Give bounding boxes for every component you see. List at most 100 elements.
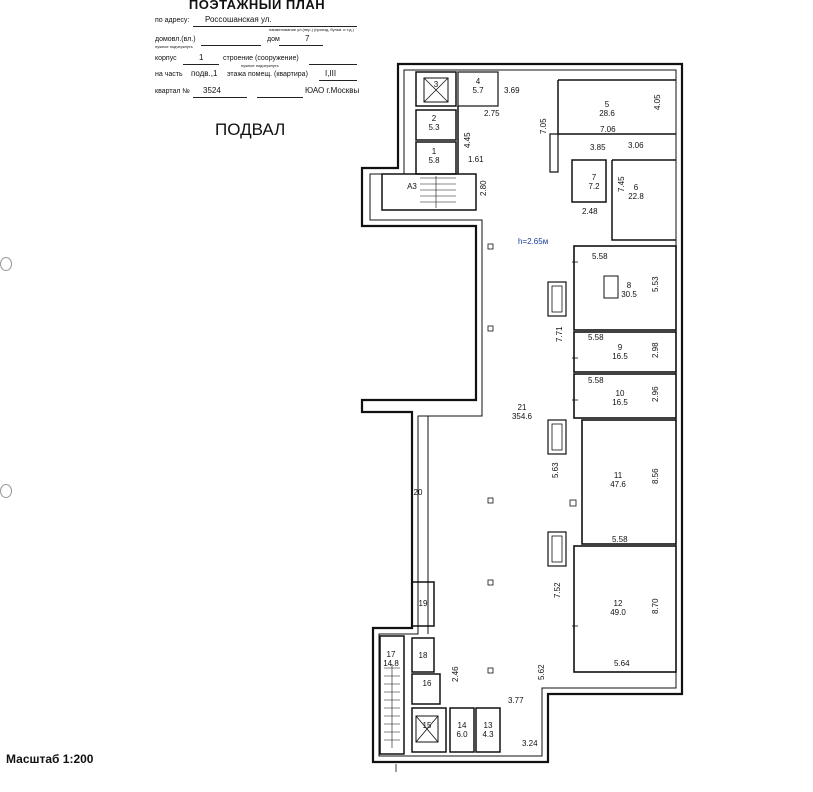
house-value: 7 <box>305 34 310 43</box>
dim-7-71: 7.71 <box>555 326 564 342</box>
room-3-cross-b <box>423 77 449 103</box>
dim-2-48: 2.48 <box>582 207 598 216</box>
room-16-number: 16 <box>423 679 432 688</box>
dim-2-96: 2.96 <box>651 386 660 402</box>
room-9-area: 16.5 <box>612 352 628 361</box>
dim-5-64: 5.64 <box>614 659 630 668</box>
room-18-wall <box>411 637 435 673</box>
floor-heading: ПОДВАЛ <box>215 120 286 139</box>
title-block: ПОЭТАЖНЫЙ ПЛАН по адресу: Россошанская у… <box>149 0 365 100</box>
room-12-area: 49.0 <box>610 608 626 617</box>
column-1-inner <box>551 285 563 313</box>
column-2-inner <box>551 423 563 451</box>
quarter-underline <box>193 97 247 98</box>
room-3-number: 3 <box>434 80 439 89</box>
room-a3-number: А3 <box>407 182 417 191</box>
floor-value: I,III <box>325 69 337 78</box>
inner-wall <box>369 69 677 757</box>
room-13-number: 13 <box>484 721 493 730</box>
room-15-box <box>415 715 439 743</box>
room-8-area: 30.5 <box>621 290 637 299</box>
column-1 <box>547 281 567 317</box>
dim-1-61: 1.61 <box>468 155 484 164</box>
room-8-number: 8 <box>627 281 632 290</box>
room-21-number: 21 <box>518 403 527 412</box>
dim-5-62: 5.62 <box>537 664 546 680</box>
dim-7-06: 7.06 <box>600 125 616 134</box>
room-6-wall <box>611 159 676 241</box>
dimension-labels: 3.69 2.75 4.45 1.61 7.05 7.06 4.05 3.85 … <box>451 86 662 748</box>
room-17-steps <box>384 664 400 748</box>
part-label: на часть <box>155 71 183 78</box>
room-13-area: 4.3 <box>482 730 494 739</box>
building-hint: нужное подчеркнуть <box>241 63 279 68</box>
dim-3-06: 3.06 <box>628 141 644 150</box>
room-7-area: 7.2 <box>588 182 600 191</box>
room-15-cross-b <box>415 715 439 743</box>
address-hint: наименование ул.(пер.) (проезд, бульв. и… <box>269 27 354 32</box>
room-19-number: 19 <box>419 599 428 608</box>
room-18-number: 18 <box>419 651 428 660</box>
stair-a3-steps <box>420 176 456 208</box>
corpus-label: корпус <box>155 55 177 62</box>
stair-a3-wall <box>381 173 477 211</box>
building-label: строение (сооружение) <box>223 55 299 62</box>
room-3-box <box>423 77 449 103</box>
binder-hole-bottom <box>0 484 12 498</box>
room-8-wall <box>573 245 677 331</box>
room-1-number: 1 <box>432 147 437 156</box>
room-5-area: 28.6 <box>599 109 615 118</box>
quarter-label: квартал № <box>155 88 190 95</box>
dim-2-75: 2.75 <box>484 109 500 118</box>
house-label: домовл.(вл.) <box>155 36 196 43</box>
room-6-number: 6 <box>634 183 639 192</box>
address-value: Россошанская ул. <box>205 15 272 24</box>
column-3-inner <box>551 535 563 563</box>
room-17-number: 17 <box>387 650 396 659</box>
small-squares <box>487 243 577 674</box>
dim-5-63: 5.63 <box>551 462 560 478</box>
house-hint: нужное подчеркнуть <box>155 44 193 49</box>
column-3 <box>547 531 567 567</box>
room-7-number: 7 <box>592 173 597 182</box>
room-labels: 3 4 5.7 2 5.3 1 5.8 А3 5 28.6 7 7.2 6 22… <box>383 77 644 739</box>
dim-5-58-b: 5.58 <box>588 333 604 342</box>
room-2-area: 5.3 <box>428 123 440 132</box>
corpus-underline <box>183 64 219 65</box>
address-label: по адресу: <box>155 17 190 24</box>
outer-wall <box>360 62 684 764</box>
part-value: подв.,1 <box>191 69 218 78</box>
room-5-number: 5 <box>605 100 610 109</box>
quarter-value: 3524 <box>203 86 221 95</box>
room-20-number: 20 <box>414 488 423 497</box>
room-1-area: 5.8 <box>428 156 440 165</box>
room-12-wall <box>573 545 677 673</box>
column-2 <box>547 419 567 455</box>
room-4-wall <box>457 71 499 107</box>
room-17-area: 14.8 <box>383 659 399 668</box>
room-7-wall <box>571 159 607 203</box>
binder-hole-top <box>0 257 12 271</box>
room-14-wall <box>449 707 475 753</box>
dim-5-53: 5.53 <box>651 276 660 292</box>
room-11-wall <box>581 419 677 545</box>
dim-2-98: 2.98 <box>651 342 660 358</box>
dim-8-70: 8.70 <box>651 598 660 614</box>
room-3-wall <box>415 71 457 107</box>
floor-label: этажа помещ. (квартира) <box>227 71 308 78</box>
room-2-number: 2 <box>432 114 437 123</box>
corridor-column <box>549 133 559 173</box>
room-12-number: 12 <box>614 599 623 608</box>
dim-8-56: 8.56 <box>651 468 660 484</box>
room-11-area: 47.6 <box>610 480 626 489</box>
room-11-number: 11 <box>614 471 623 480</box>
plan-title: ПОЭТАЖНЫЙ ПЛАН <box>188 0 326 12</box>
room-10-wall <box>573 373 677 419</box>
room-4-area: 5.7 <box>472 86 484 95</box>
address-underline <box>193 26 357 27</box>
dim-4-05: 4.05 <box>653 94 662 110</box>
room-15-number: 15 <box>423 721 432 730</box>
room-2-wall <box>415 109 457 141</box>
district-value: ЮАО г.Москвы <box>305 86 360 95</box>
